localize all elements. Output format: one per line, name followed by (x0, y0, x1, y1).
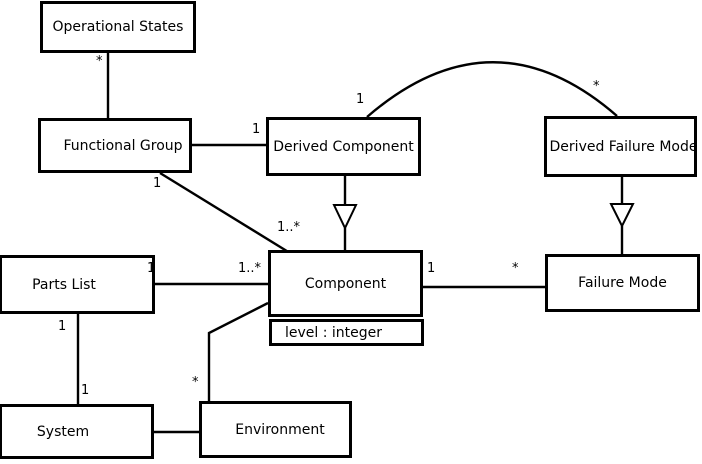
multiplicity-dc-dfm-near-dc: 1 (356, 92, 365, 107)
class-name-label: Derived Failure Mode (549, 138, 698, 155)
class-derived-component[interactable]: Derived Component (266, 117, 421, 176)
multiplicity-pl-comp-near-pl: 1 (147, 261, 156, 276)
edge-fg-comp-line (159, 171, 291, 255)
multiplicity-comp-fm-near-fm: * (512, 261, 519, 276)
multiplicity-pl-comp-near-comp: 1..* (238, 261, 262, 276)
class-operational-states[interactable]: Operational States (40, 1, 196, 53)
generalization-triangle-icon (332, 204, 358, 231)
attribute-label: level : integer (285, 324, 383, 341)
class-name-label: Parts List (32, 276, 96, 293)
class-component[interactable]: Component (268, 250, 423, 317)
class-name-label: Component (304, 275, 387, 292)
multiplicity-comp-env: * (192, 375, 199, 390)
class-name-label: Failure Mode (578, 275, 667, 291)
class-name-label: Derived Component (273, 138, 414, 155)
multiplicity-os-fg: * (96, 54, 103, 69)
generalization-triangle-icon (609, 203, 635, 229)
class-functional-group[interactable]: Functional Group (38, 118, 192, 173)
edge-comp-env-line (207, 301, 269, 401)
class-name-label: System (36, 423, 90, 440)
class-name-label: Operational States (52, 19, 184, 35)
edge-dc-dfm-arc (366, 61, 618, 118)
multiplicity-pl-sys-near-sys: 1 (81, 383, 90, 398)
class-component-attributes[interactable]: level : integer (269, 319, 424, 346)
multiplicity-dc-dfm-near-dfm: * (593, 79, 600, 94)
class-derived-failure-mode[interactable]: Derived Failure Mode (544, 116, 697, 177)
class-environment[interactable]: Environment (199, 401, 352, 458)
class-parts-list[interactable]: Parts List (0, 255, 155, 314)
multiplicity-comp-fm-near-comp: 1 (427, 261, 436, 276)
multiplicity-fg-comp-near-comp: 1..* (277, 220, 301, 235)
class-name-label: Environment (235, 421, 325, 438)
multiplicity-fg-dc: 1 (252, 122, 261, 137)
class-failure-mode[interactable]: Failure Mode (545, 254, 700, 312)
class-system[interactable]: System (0, 404, 154, 459)
class-name-label: Functional Group (63, 137, 183, 154)
multiplicity-fg-comp-near-fg: 1 (153, 176, 162, 191)
multiplicity-pl-sys-near-pl: 1 (58, 319, 67, 334)
